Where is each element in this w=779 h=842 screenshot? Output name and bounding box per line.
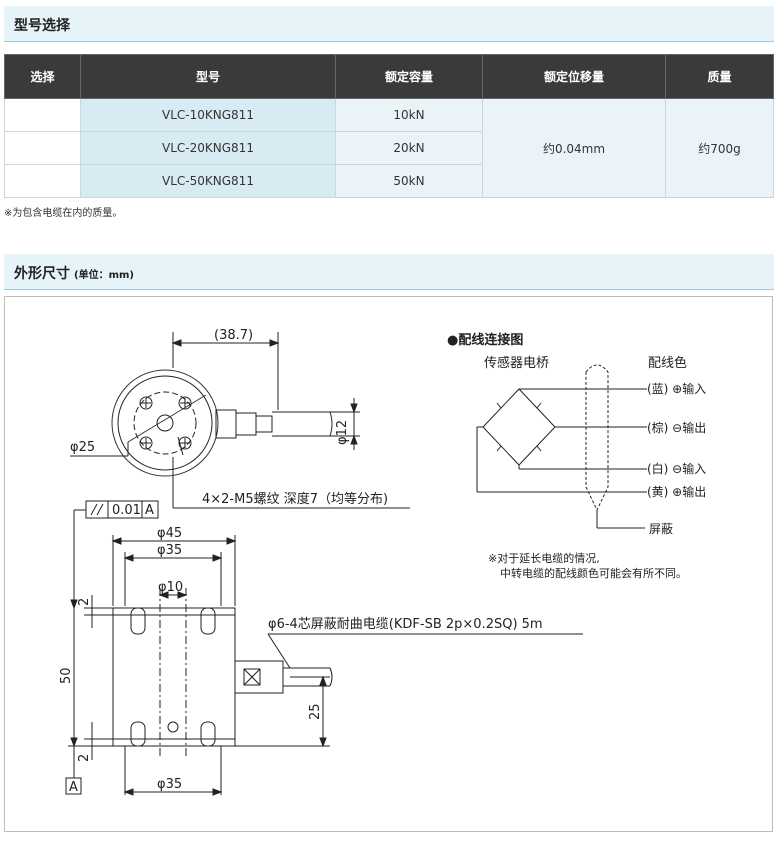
flatness-value: 0.01 <box>112 503 141 518</box>
section-title-text: 外形尺寸 <box>14 266 70 282</box>
table-header-row: 选择 型号 额定容量 额定位移量 质量 <box>4 54 774 99</box>
table-row: VLC-20KNG811 20kN <box>4 131 774 165</box>
dimension-drawing-box <box>4 296 773 832</box>
section-header-dimensions: 外形尺寸 (单位：mm) <box>4 254 774 290</box>
capacity-cell: 50kN <box>335 164 483 198</box>
dim-phi12: φ12 <box>335 420 350 445</box>
dim-phi10: φ10 <box>158 580 183 595</box>
wiring-note-1: ※对于延长电缆的情况, <box>488 551 600 565</box>
dim-2-bottom: 2 <box>77 754 92 762</box>
displacement-cell: 约0.04mm <box>482 98 666 198</box>
wiring-note-2: 中转电缆的配线颜色可能会有所不同。 <box>500 566 687 580</box>
thread-note: 4×2-M5螺纹 深度7（均等分布) <box>202 491 388 507</box>
select-cell[interactable] <box>4 164 81 198</box>
table-row: VLC-10KNG811 10kN 约0.04mm 约700g <box>4 98 774 198</box>
wire-brown: (棕) ⊖输出 <box>647 420 706 435</box>
select-cell[interactable] <box>4 131 81 165</box>
section-title: 外形尺寸 (单位：mm) <box>14 263 134 283</box>
mass-note: ※为包含电缆在内的质量。 <box>4 208 123 219</box>
dim-2-top: 2 <box>77 598 92 606</box>
model-cell: VLC-10KNG811 <box>80 98 336 132</box>
header-model: 型号 <box>80 54 336 99</box>
dim-38-7: (38.7) <box>214 328 253 343</box>
capacity-cell: 20kN <box>335 131 483 165</box>
table-row: VLC-50KNG811 50kN <box>4 164 774 198</box>
header-displacement: 额定位移量 <box>482 54 666 99</box>
wire-blue: (蓝) ⊕输入 <box>647 381 706 396</box>
dim-phi45: φ45 <box>157 526 182 541</box>
model-table: 选择 型号 额定容量 额定位移量 质量 VLC-10KNG811 10kN 约0… <box>4 54 774 198</box>
shield-label: 屏蔽 <box>649 522 673 536</box>
header-select: 选择 <box>4 54 81 99</box>
dim-25: 25 <box>308 703 323 720</box>
top-view <box>111 369 410 509</box>
header-capacity: 额定容量 <box>335 54 483 99</box>
section-header-model-selection: 型号选择 <box>4 6 774 42</box>
wiring-diagram: ●配线连接图 传感器电桥 配线色 <box>447 332 687 529</box>
dim-phi35-bottom: φ35 <box>157 777 182 792</box>
cable-note: φ6-4芯屏蔽耐曲电缆(KDF-SB 2p×0.2SQ) 5m <box>268 616 543 632</box>
bridge-label: 传感器电桥 <box>484 355 549 371</box>
dim-phi35-top: φ35 <box>157 543 182 558</box>
dim-50: 50 <box>59 667 74 684</box>
flatness-datum: A <box>145 503 154 518</box>
mass-cell: 约700g <box>665 98 774 198</box>
side-view <box>112 588 333 758</box>
datum-a-box: A <box>69 780 78 795</box>
model-cell: VLC-50KNG811 <box>80 164 336 198</box>
color-label: 配线色 <box>648 355 687 371</box>
select-cell[interactable] <box>4 98 81 132</box>
section-title: 型号选择 <box>14 18 70 34</box>
dim-phi25: φ25 <box>70 440 95 455</box>
wire-white: (白) ⊖输入 <box>647 461 706 476</box>
wire-yellow: (黄) ⊕输出 <box>647 484 706 499</box>
unit-label: (单位：mm) <box>74 270 134 281</box>
wiring-title: ●配线连接图 <box>447 332 523 348</box>
